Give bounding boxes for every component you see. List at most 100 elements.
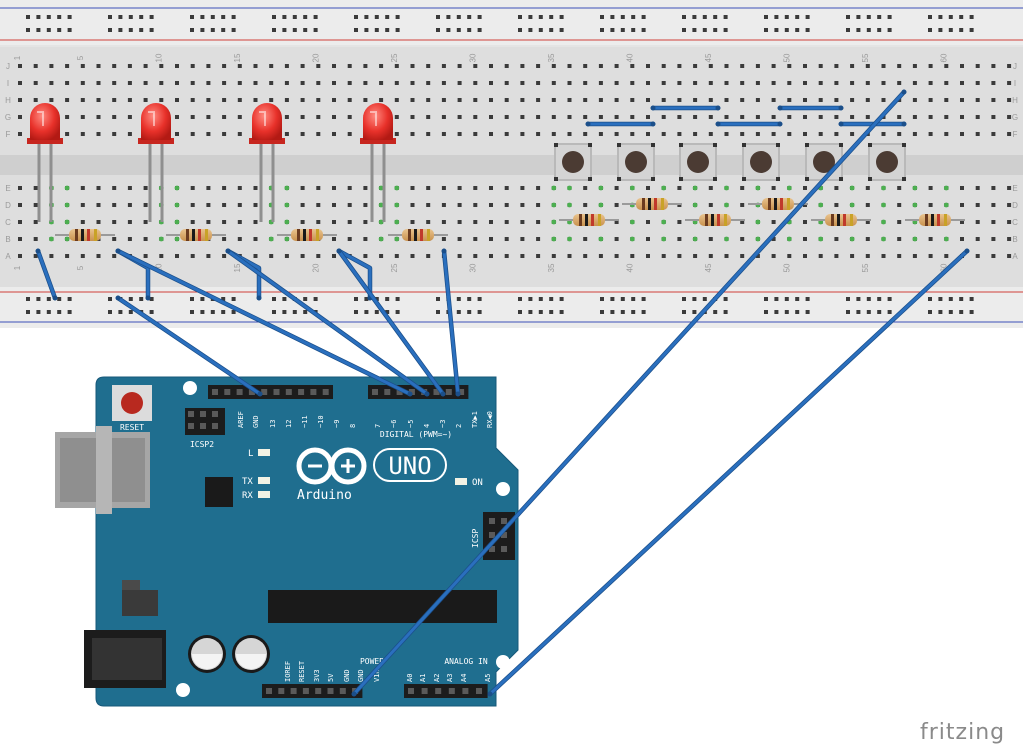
breadboard-hole xyxy=(284,132,289,136)
breadboard-hole xyxy=(692,15,697,19)
breadboard-hole xyxy=(347,203,352,207)
breadboard-hole xyxy=(646,186,650,190)
breadboard-hole xyxy=(190,310,194,314)
breadboard-hole xyxy=(222,115,227,119)
breadboard-hole xyxy=(36,297,41,301)
breadboard-hole xyxy=(536,254,541,258)
breadboard-hole xyxy=(379,64,384,68)
breadboard-hole xyxy=(206,203,211,207)
breadboard-hole xyxy=(49,64,54,68)
wire-end xyxy=(440,391,446,397)
breadboard-hole xyxy=(795,310,800,314)
breadboard-hole xyxy=(457,132,462,136)
breadboard-hole xyxy=(583,64,588,68)
breadboard-hole xyxy=(477,28,482,32)
pin-label: ~9 xyxy=(333,420,341,428)
connected-hole xyxy=(284,219,290,225)
header-pin xyxy=(278,688,285,694)
breadboard-hole xyxy=(661,64,666,68)
capacitor xyxy=(232,635,270,673)
connected-hole xyxy=(378,185,384,191)
breadboard-hole xyxy=(441,220,446,224)
breadboard-hole xyxy=(713,28,718,32)
breadboard-hole xyxy=(928,15,932,19)
resistors xyxy=(55,198,965,241)
breadboard-hole xyxy=(347,98,352,102)
column-number: 40 xyxy=(625,53,634,62)
red-led xyxy=(27,103,63,222)
row-letter: C xyxy=(5,218,11,227)
breadboard-hole xyxy=(436,310,440,314)
breadboard-hole xyxy=(426,81,431,85)
breadboard-hole xyxy=(112,186,117,190)
wire-end xyxy=(838,105,844,111)
breadboard-hole xyxy=(473,132,478,136)
breadboard-hole xyxy=(960,81,964,85)
breadboard-hole xyxy=(774,297,779,301)
breadboard-hole xyxy=(467,15,472,19)
header-pin xyxy=(200,411,206,417)
breadboard-hole xyxy=(284,254,289,258)
breadboard-hole xyxy=(190,28,194,32)
breadboard-hole xyxy=(551,254,556,258)
breadboard-hole xyxy=(661,81,666,85)
jumper-wire xyxy=(585,121,656,127)
connected-hole xyxy=(818,202,824,208)
breadboard-hole xyxy=(394,254,399,258)
breadboard-hole xyxy=(332,220,336,224)
breadboard-hole xyxy=(489,98,493,102)
breadboard-hole xyxy=(877,28,882,32)
breadboard-hole xyxy=(795,297,800,301)
pin-label: A1 xyxy=(419,674,427,682)
reset-button[interactable] xyxy=(112,385,152,421)
breadboard-hole xyxy=(237,64,242,68)
column-number: 55 xyxy=(861,263,870,272)
breadboard-hole xyxy=(708,186,713,190)
column-number: 1 xyxy=(13,55,22,60)
breadboard-hole xyxy=(928,203,933,207)
breadboard-hole xyxy=(80,98,85,102)
breadboard-hole xyxy=(282,310,287,314)
pin-label: 2 xyxy=(455,424,463,428)
breadboard-hole xyxy=(457,115,462,119)
pin-label: A2 xyxy=(433,674,441,682)
breadboard-hole xyxy=(771,237,776,241)
header-pin xyxy=(384,389,391,395)
wire-end xyxy=(487,691,493,697)
breadboard-hole xyxy=(316,203,321,207)
breadboard-hole xyxy=(944,254,949,258)
connected-hole xyxy=(629,185,635,191)
row-letter: J xyxy=(1013,62,1017,71)
breadboard-hole xyxy=(740,81,745,85)
wire-end xyxy=(441,248,447,254)
breadboard-hole xyxy=(520,81,525,85)
breadboard-hole xyxy=(374,297,379,301)
breadboard-hole xyxy=(520,220,525,224)
breadboard-hole xyxy=(128,297,133,301)
reset-label: RESET xyxy=(120,423,144,432)
pin-label: A3 xyxy=(446,674,454,682)
breadboard-hole xyxy=(677,81,682,85)
breadboard-hole xyxy=(912,98,917,102)
header-pin xyxy=(285,389,292,395)
breadboard-hole xyxy=(379,254,384,258)
connected-hole xyxy=(755,185,761,191)
breadboard-hole xyxy=(991,186,996,190)
breadboard-hole xyxy=(834,98,839,102)
breadboard-hole xyxy=(190,115,195,119)
connected-hole xyxy=(49,236,54,242)
header-pin xyxy=(501,546,507,552)
pin-header xyxy=(404,684,488,698)
breadboard-hole xyxy=(518,297,522,301)
breadboard-hole xyxy=(313,297,318,301)
column-number: 15 xyxy=(233,263,242,272)
breadboard-hole xyxy=(528,310,533,314)
breadboard-hole xyxy=(1007,237,1012,241)
breadboard-hole xyxy=(18,64,22,68)
breadboard-hole xyxy=(702,15,707,19)
column-number: 35 xyxy=(547,263,556,272)
breadboard-hole xyxy=(610,28,615,32)
breadboard-hole xyxy=(803,64,807,68)
breadboard-hole xyxy=(784,310,789,314)
breadboard-hole xyxy=(190,186,195,190)
